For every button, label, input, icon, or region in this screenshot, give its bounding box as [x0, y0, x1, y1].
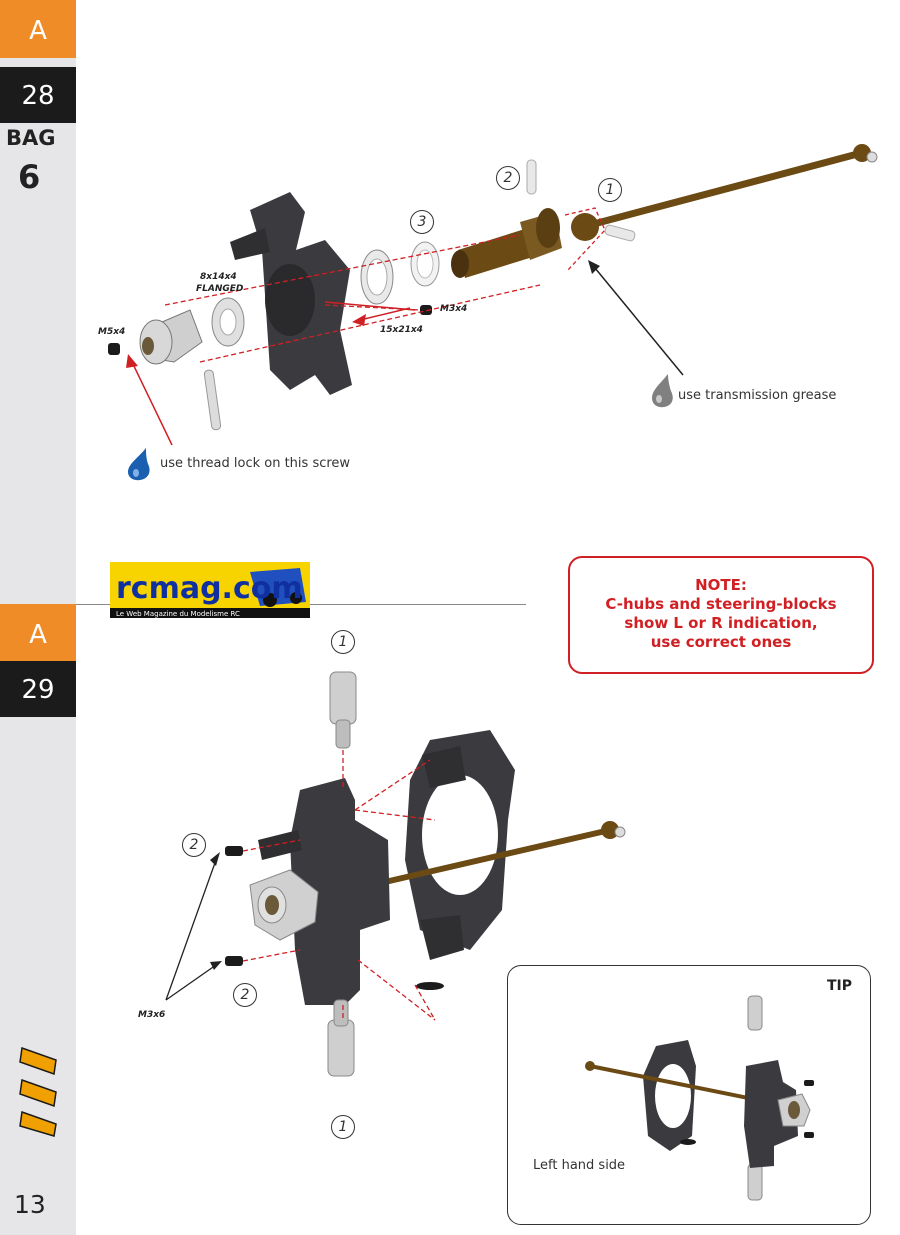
callout-1-step28: 1 [598, 178, 622, 202]
thread-lock-drop-icon [128, 448, 150, 481]
c-hub [405, 730, 515, 960]
label-m3x4: M3x4 [440, 304, 468, 314]
thread-lock-note: use thread lock on this screw [160, 456, 351, 471]
note-title: NOTE: [695, 576, 747, 594]
bearing-15x21x4 [360, 241, 440, 305]
callout-1-step29-top: 1 [331, 630, 355, 654]
step-28-number: 28 [0, 67, 76, 123]
steering-block [230, 192, 352, 395]
label-8x14x4: 8x14x4 [200, 272, 237, 282]
rcmag-watermark: rcmag.com Le Web Magazine du Modelisme R… [110, 562, 310, 618]
step-28-diagram [108, 144, 878, 446]
bag-label: BAG [6, 126, 56, 150]
rcmag-subtitle: Le Web Magazine du Modelisme RC [116, 610, 240, 618]
steering-block-assembled [258, 778, 390, 1005]
note-line-3: show L or R indication, [624, 614, 818, 632]
label-m3x6: M3x6 [138, 1010, 166, 1020]
bag-number: 6 [18, 158, 41, 196]
callout-1-step29-bottom: 1 [331, 1115, 355, 1139]
label-15x21x4: 15x21x4 [380, 325, 423, 335]
step-29-number: 29 [0, 661, 76, 717]
step-29-letter: A [0, 604, 76, 662]
tip-caption: Left hand side [533, 1158, 626, 1173]
grease-drop-icon [652, 374, 673, 408]
callout-2-step29-upper: 2 [182, 833, 206, 857]
wheel-hex [108, 309, 222, 431]
page-number: 13 [14, 1190, 46, 1219]
grease-note: use transmission grease [678, 388, 837, 403]
note-line-2: C-hubs and steering-blocks [605, 595, 837, 613]
callout-2-step28: 2 [496, 166, 520, 190]
tip-title: TIP [826, 978, 852, 994]
bearing-8x14x4-flanged [211, 297, 245, 347]
drive-axle [571, 144, 878, 242]
callout-2-step29-lower: 2 [233, 983, 257, 1007]
tip-box: TIP Left hand side [507, 965, 871, 1225]
label-m5x4: M5x4 [98, 327, 126, 337]
note-line-4: use correct ones [650, 633, 792, 651]
step-29-diagram [165, 671, 626, 1077]
step-28-letter: A [0, 0, 76, 58]
label-flanged: FLANGED [196, 284, 244, 294]
rcmag-title: rcmag.com [116, 571, 303, 606]
note-box: NOTE: C-hubs and steering-blocks show L … [568, 556, 874, 674]
drive-cup [451, 159, 562, 278]
brand-logo [19, 1046, 57, 1137]
callout-3-step28: 3 [410, 210, 434, 234]
tip-illustration [585, 995, 814, 1201]
